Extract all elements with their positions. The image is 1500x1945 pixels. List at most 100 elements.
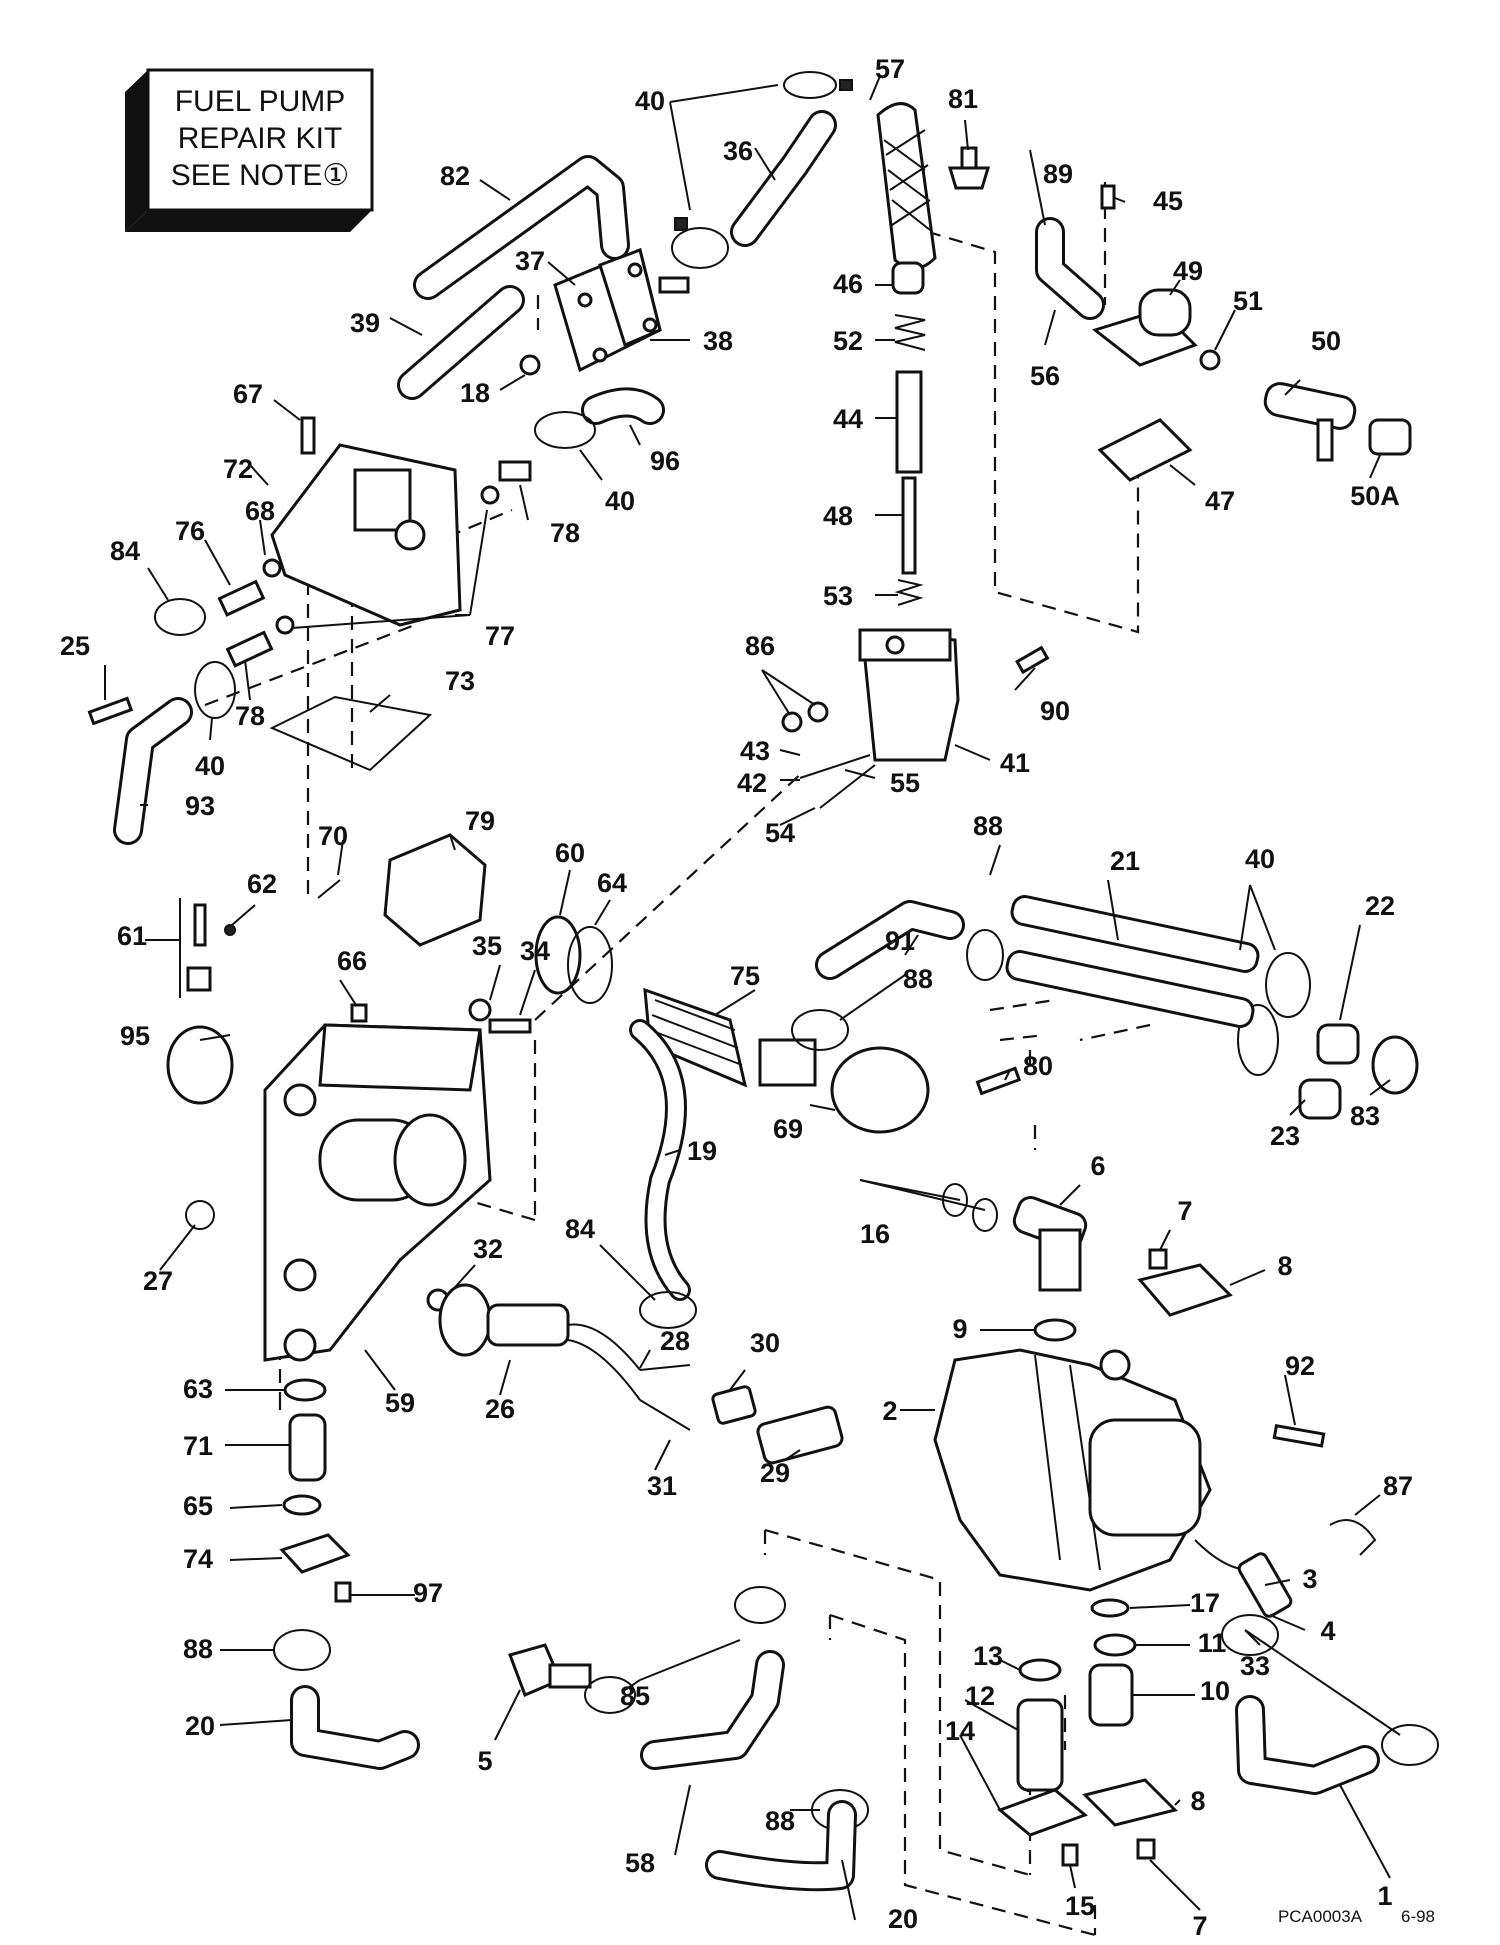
kit-note-line1: FUEL PUMP — [175, 85, 346, 118]
callout-65: 65 — [183, 1491, 213, 1521]
callout-70: 70 — [318, 821, 348, 851]
part-83-clamp — [1371, 1035, 1419, 1095]
callout-28: 28 — [660, 1326, 690, 1356]
callout-27: 27 — [143, 1266, 173, 1296]
part-64-oring — [567, 926, 613, 1004]
callout-8: 8 — [1277, 1251, 1292, 1281]
part-20-hose-left — [290, 1685, 420, 1770]
callout-40b: 40 — [605, 486, 635, 516]
part-77-oring-lower — [275, 615, 295, 635]
callout-50a: 50A — [1350, 481, 1400, 511]
callout-35: 35 — [472, 931, 502, 961]
callout-13: 13 — [973, 1641, 1003, 1671]
part-10-fitting — [1088, 1663, 1134, 1727]
part-2-vst — [933, 1348, 1212, 1592]
part-7-screw-lower — [1136, 1838, 1156, 1860]
callout-15: 15 — [1065, 1891, 1095, 1921]
part-74-flange — [279, 1533, 351, 1574]
part-46-grommet — [891, 261, 925, 295]
callout-66: 66 — [337, 946, 367, 976]
part-80-screw — [975, 1066, 1022, 1096]
part-27-clip — [185, 1200, 215, 1230]
callout-63: 63 — [183, 1374, 213, 1404]
callout-36: 36 — [723, 136, 753, 166]
callout-44: 44 — [833, 404, 863, 434]
part-13-ring — [1018, 1658, 1062, 1682]
part-85-clamp-b — [734, 1586, 786, 1624]
kit-note-box: FUEL PUMP REPAIR KIT SEE NOTE① — [125, 68, 374, 232]
callout-86: 86 — [745, 631, 775, 661]
part-21-tubes — [1005, 895, 1260, 1028]
callout-74: 74 — [183, 1544, 213, 1574]
part-93-hose — [113, 697, 193, 845]
part-6-elbow — [1012, 1195, 1088, 1292]
part-40-clamps — [194, 71, 1311, 1076]
part-19-hose — [629, 1019, 691, 1301]
callout-17: 17 — [1190, 1588, 1220, 1618]
part-53-spring — [894, 579, 924, 606]
part-42-55-pins — [799, 754, 876, 809]
part-25-screw — [87, 696, 134, 726]
part-82-hose — [413, 155, 630, 300]
part-33-clamp-a — [1221, 1614, 1279, 1656]
part-23-cap — [1298, 1078, 1342, 1120]
callout-14: 14 — [945, 1716, 975, 1746]
part-50-fitting — [1263, 382, 1357, 462]
part-36-hose — [730, 110, 837, 247]
callout-88d: 88 — [765, 1806, 795, 1836]
part-70-pin — [317, 879, 341, 899]
part-73-gasket — [269, 695, 433, 772]
part-68-oring — [262, 558, 282, 578]
drawing-id: PCA0003A — [1278, 1907, 1363, 1926]
part-77-oring — [480, 485, 500, 505]
callout-11: 11 — [1198, 1628, 1227, 1658]
callout-51: 51 — [1233, 286, 1263, 316]
callout-21: 21 — [1110, 846, 1140, 876]
callout-43: 43 — [740, 736, 770, 766]
callout-37: 37 — [515, 246, 545, 276]
part-78-fitting-lower — [225, 630, 274, 668]
part-1-hose — [1235, 1695, 1380, 1795]
part-66-screw — [350, 1003, 368, 1023]
part-34-screw — [488, 1018, 532, 1034]
callout-26: 26 — [485, 1394, 515, 1424]
callout-79: 79 — [465, 806, 495, 836]
callout-41: 41 — [1000, 748, 1030, 778]
callout-95: 95 — [120, 1021, 150, 1051]
callout-8b: 8 — [1190, 1786, 1205, 1816]
part-28-wire — [639, 1364, 691, 1371]
callout-3: 3 — [1302, 1564, 1317, 1594]
part-15-screw — [1061, 1843, 1079, 1867]
part-48-pin — [901, 476, 917, 575]
callout-53: 53 — [823, 581, 853, 611]
part-88-clamp-a — [966, 929, 1004, 981]
part-45-screw — [1100, 184, 1116, 210]
callout-61: 61 — [117, 921, 147, 951]
callout-68: 68 — [245, 496, 275, 526]
callout-73: 73 — [445, 666, 475, 696]
callout-10: 10 — [1200, 1676, 1230, 1706]
callout-20: 20 — [185, 1711, 215, 1741]
callout-76: 76 — [175, 516, 205, 546]
callout-75: 75 — [730, 961, 760, 991]
part-89-hose — [1035, 217, 1105, 320]
drawing-date: 6-98 — [1401, 1907, 1435, 1926]
callout-85: 85 — [620, 1681, 650, 1711]
part-31-wire — [639, 1399, 691, 1431]
part-29-connector — [756, 1405, 844, 1465]
callout-40c: 40 — [195, 751, 225, 781]
callout-91: 91 — [885, 926, 915, 956]
callout-23: 23 — [1270, 1121, 1300, 1151]
callout-84: 84 — [110, 536, 140, 566]
part-20-hose-bottom — [705, 1800, 857, 1892]
part-59-housing — [263, 1023, 492, 1362]
callout-71: 71 — [183, 1431, 213, 1461]
part-58-hose — [640, 1650, 785, 1770]
part-50a-cap — [1368, 418, 1412, 456]
callout-96: 96 — [650, 446, 680, 476]
callout-labels: 40 57 81 36 82 89 45 37 49 46 51 39 50 5… — [60, 54, 1413, 1941]
callout-22: 22 — [1365, 891, 1395, 921]
part-17-washer — [1090, 1598, 1130, 1618]
callout-34: 34 — [520, 936, 550, 966]
